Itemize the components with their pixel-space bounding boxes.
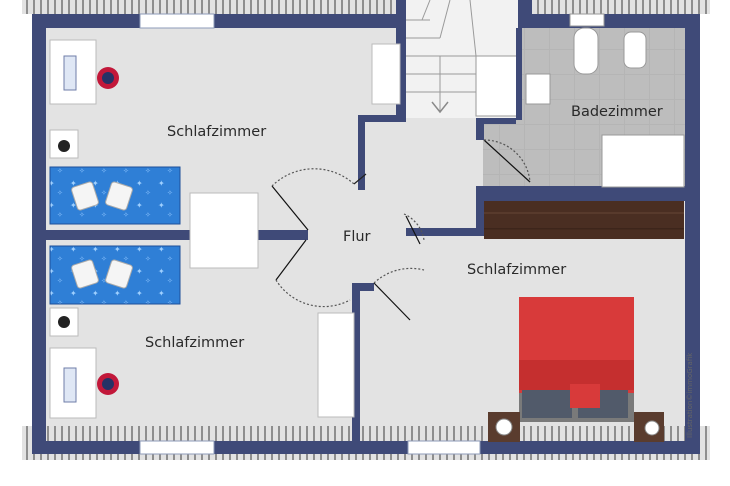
bed-bottom-left [49, 245, 181, 305]
bed-double [519, 297, 634, 422]
lamp-icon [58, 140, 70, 152]
doors [271, 139, 531, 321]
desk-top-left [49, 39, 119, 105]
roof-top [22, 0, 710, 14]
shelf-top [371, 43, 401, 105]
walls [32, 0, 700, 454]
bed-top-left [49, 166, 181, 225]
wardrobe [484, 201, 684, 239]
room-label-bathroom: Badezimmer [571, 104, 663, 120]
lamp-icon [58, 316, 70, 328]
toilet [569, 13, 605, 75]
desk-bottom-left [49, 347, 119, 419]
room-label-bedroom-right: Schlafzimmer [467, 262, 566, 278]
wardrobe-bottom [317, 312, 355, 418]
staircase [406, 0, 519, 118]
sink [525, 73, 551, 105]
bidet [623, 31, 647, 69]
cabinet [189, 192, 259, 269]
lamp-icon [644, 420, 660, 436]
bathtub [601, 134, 685, 188]
lamp-icon [495, 418, 513, 436]
room-label-hallway: Flur [343, 229, 371, 245]
room-label-bedroom-bottom-left: Schlafzimmer [145, 335, 244, 351]
credit-text: Illustration©immoGrafik [686, 352, 694, 438]
room-label-bedroom-top-left: Schlafzimmer [167, 124, 266, 140]
windows [139, 13, 481, 455]
